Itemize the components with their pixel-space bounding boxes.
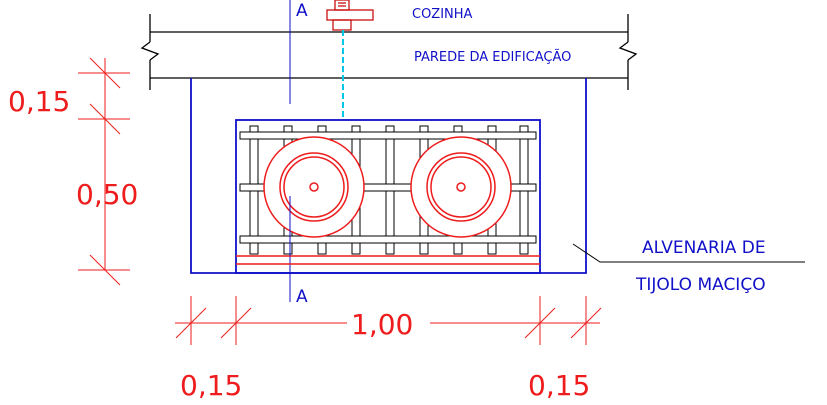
faucet-icon: [326, 0, 374, 31]
dimension-left-offset: 0,15: [180, 369, 242, 402]
dimension-height: 0,50: [76, 178, 138, 211]
dimension-top-offset: 0,15: [8, 85, 70, 118]
building-wall: [140, 14, 638, 90]
section-label-bottom: A: [296, 287, 308, 307]
building-wall-label: PAREDE DA EDIFICAÇÃO: [414, 49, 571, 65]
masonry-label-line2: TIJOLO MACIÇO: [635, 275, 766, 295]
section-label-top: A: [296, 1, 308, 21]
vertical-dimensions: [78, 57, 130, 286]
dimension-width: 1,00: [351, 308, 413, 341]
masonry-leader-line: [572, 243, 805, 263]
left-pipe-circle: [263, 136, 365, 238]
base-slab: [236, 255, 540, 265]
masonry-label-line1: ALVENARIA DE: [642, 238, 766, 258]
kitchen-label: COZINHA: [412, 7, 473, 22]
dimension-right-offset: 0,15: [528, 369, 590, 402]
horizontal-dimensions: [175, 296, 602, 345]
right-pipe-circle: [410, 136, 512, 238]
masonry-outline: [190, 78, 587, 274]
